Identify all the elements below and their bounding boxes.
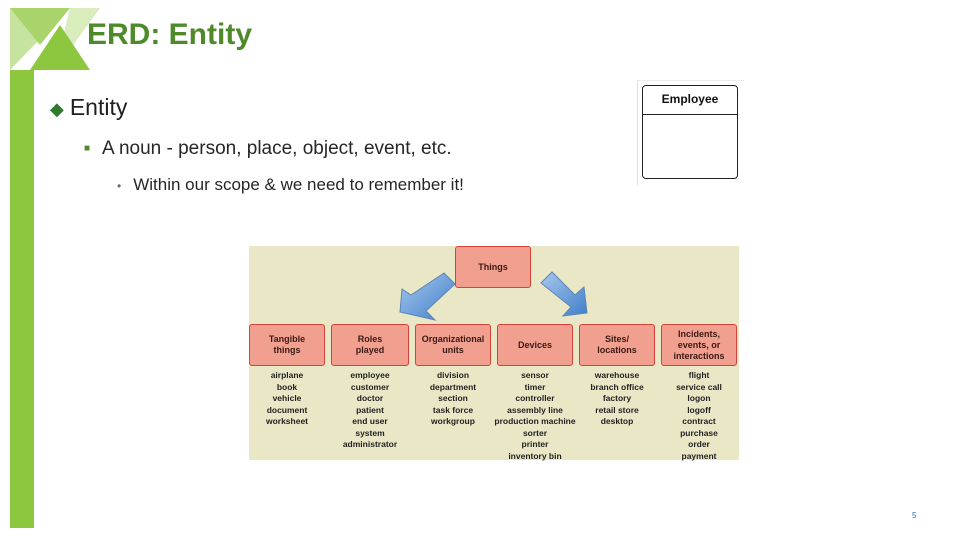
example-item: inventory bin xyxy=(508,450,562,461)
example-item: department xyxy=(429,381,477,392)
left-accent-bar xyxy=(10,70,34,528)
entity-image-frame xyxy=(637,80,744,185)
example-item: assembly line xyxy=(507,404,563,415)
category-organizational-units: Organizational units xyxy=(415,324,491,366)
bullet-level-3: • Within our scope & we need to remember … xyxy=(117,175,464,195)
entity-categories-diagram: Things Tangible things Roles played Orga… xyxy=(249,246,742,462)
category-tangible-things: Tangible things xyxy=(249,324,325,366)
example-item: controller xyxy=(515,393,555,403)
category-devices: Devices xyxy=(497,324,573,366)
example-item: airplane xyxy=(270,370,304,380)
incidents-events-examples: flight service call logon logoff contrac… xyxy=(656,370,742,462)
bullet-text: Entity xyxy=(69,94,128,120)
example-item: warehouse xyxy=(594,370,640,380)
example-item: section xyxy=(438,393,468,403)
example-item: administrator xyxy=(342,439,398,449)
entity-box: Employee xyxy=(642,85,738,179)
roles-played-examples: employee customer doctor patient end use… xyxy=(327,370,413,451)
example-item: task force xyxy=(432,404,474,415)
example-item: retail store xyxy=(595,404,639,415)
example-item: book xyxy=(276,381,298,392)
example-item: service call xyxy=(676,381,722,392)
dot-bullet-icon: • xyxy=(117,179,122,193)
example-item: end user xyxy=(352,416,388,426)
sites-locations-examples: warehouse branch office factory retail s… xyxy=(574,370,660,428)
example-item: payment xyxy=(681,450,717,461)
example-item: patient xyxy=(356,404,384,415)
example-item: production machine xyxy=(494,416,576,426)
right-arrow-icon xyxy=(540,271,588,317)
example-item: contract xyxy=(682,416,716,426)
example-item: sorter xyxy=(522,427,548,438)
example-item: division xyxy=(436,370,470,380)
category-incidents-events: Incidents, events, or interactions xyxy=(661,324,737,366)
example-item: worksheet xyxy=(265,416,309,426)
bullet-level-1: ◆Entity xyxy=(50,94,127,121)
example-item: doctor xyxy=(356,393,384,403)
diamond-bullet-icon: ◆ xyxy=(50,99,64,119)
example-item: logoff xyxy=(687,404,711,415)
bullet-text: Within our scope & we need to remember i… xyxy=(133,175,464,194)
organizational-units-examples: division department section task force w… xyxy=(410,370,496,428)
example-item: order xyxy=(688,439,710,449)
root-node-things: Things xyxy=(455,246,531,288)
example-item: system xyxy=(355,427,385,438)
example-item: logon xyxy=(687,393,711,403)
example-item: vehicle xyxy=(272,393,302,403)
example-item: desktop xyxy=(600,416,634,426)
example-item: workgroup xyxy=(431,416,475,426)
diagram-arrows xyxy=(399,271,588,321)
corner-triangle-decoration xyxy=(10,8,100,70)
example-item: flight xyxy=(688,370,710,380)
example-item: factory xyxy=(602,393,632,403)
example-item: timer xyxy=(524,381,546,392)
example-item: document xyxy=(266,404,308,415)
category-sites-locations: Sites/ locations xyxy=(579,324,655,366)
square-bullet-icon: ■ xyxy=(84,143,91,154)
example-item: customer xyxy=(350,381,390,392)
devices-examples: sensor timer controller assembly line pr… xyxy=(492,370,578,462)
page-number: 5 xyxy=(912,511,917,520)
slide-title: ERD: Entity xyxy=(87,18,252,51)
bullet-text: A noun - person, place, object, event, e… xyxy=(102,138,452,159)
category-roles-played: Roles played xyxy=(331,324,409,366)
tangible-things-examples: airplane book vehicle document worksheet xyxy=(244,370,330,428)
example-item: employee xyxy=(350,370,390,380)
example-item: sensor xyxy=(521,370,549,380)
left-arrow-icon xyxy=(399,272,456,321)
example-item: purchase xyxy=(680,427,718,438)
entity-name: Employee xyxy=(643,86,737,115)
bullet-level-2: ■ A noun - person, place, object, event, … xyxy=(84,138,452,160)
example-item: branch office xyxy=(590,381,644,392)
example-item: printer xyxy=(521,439,549,449)
